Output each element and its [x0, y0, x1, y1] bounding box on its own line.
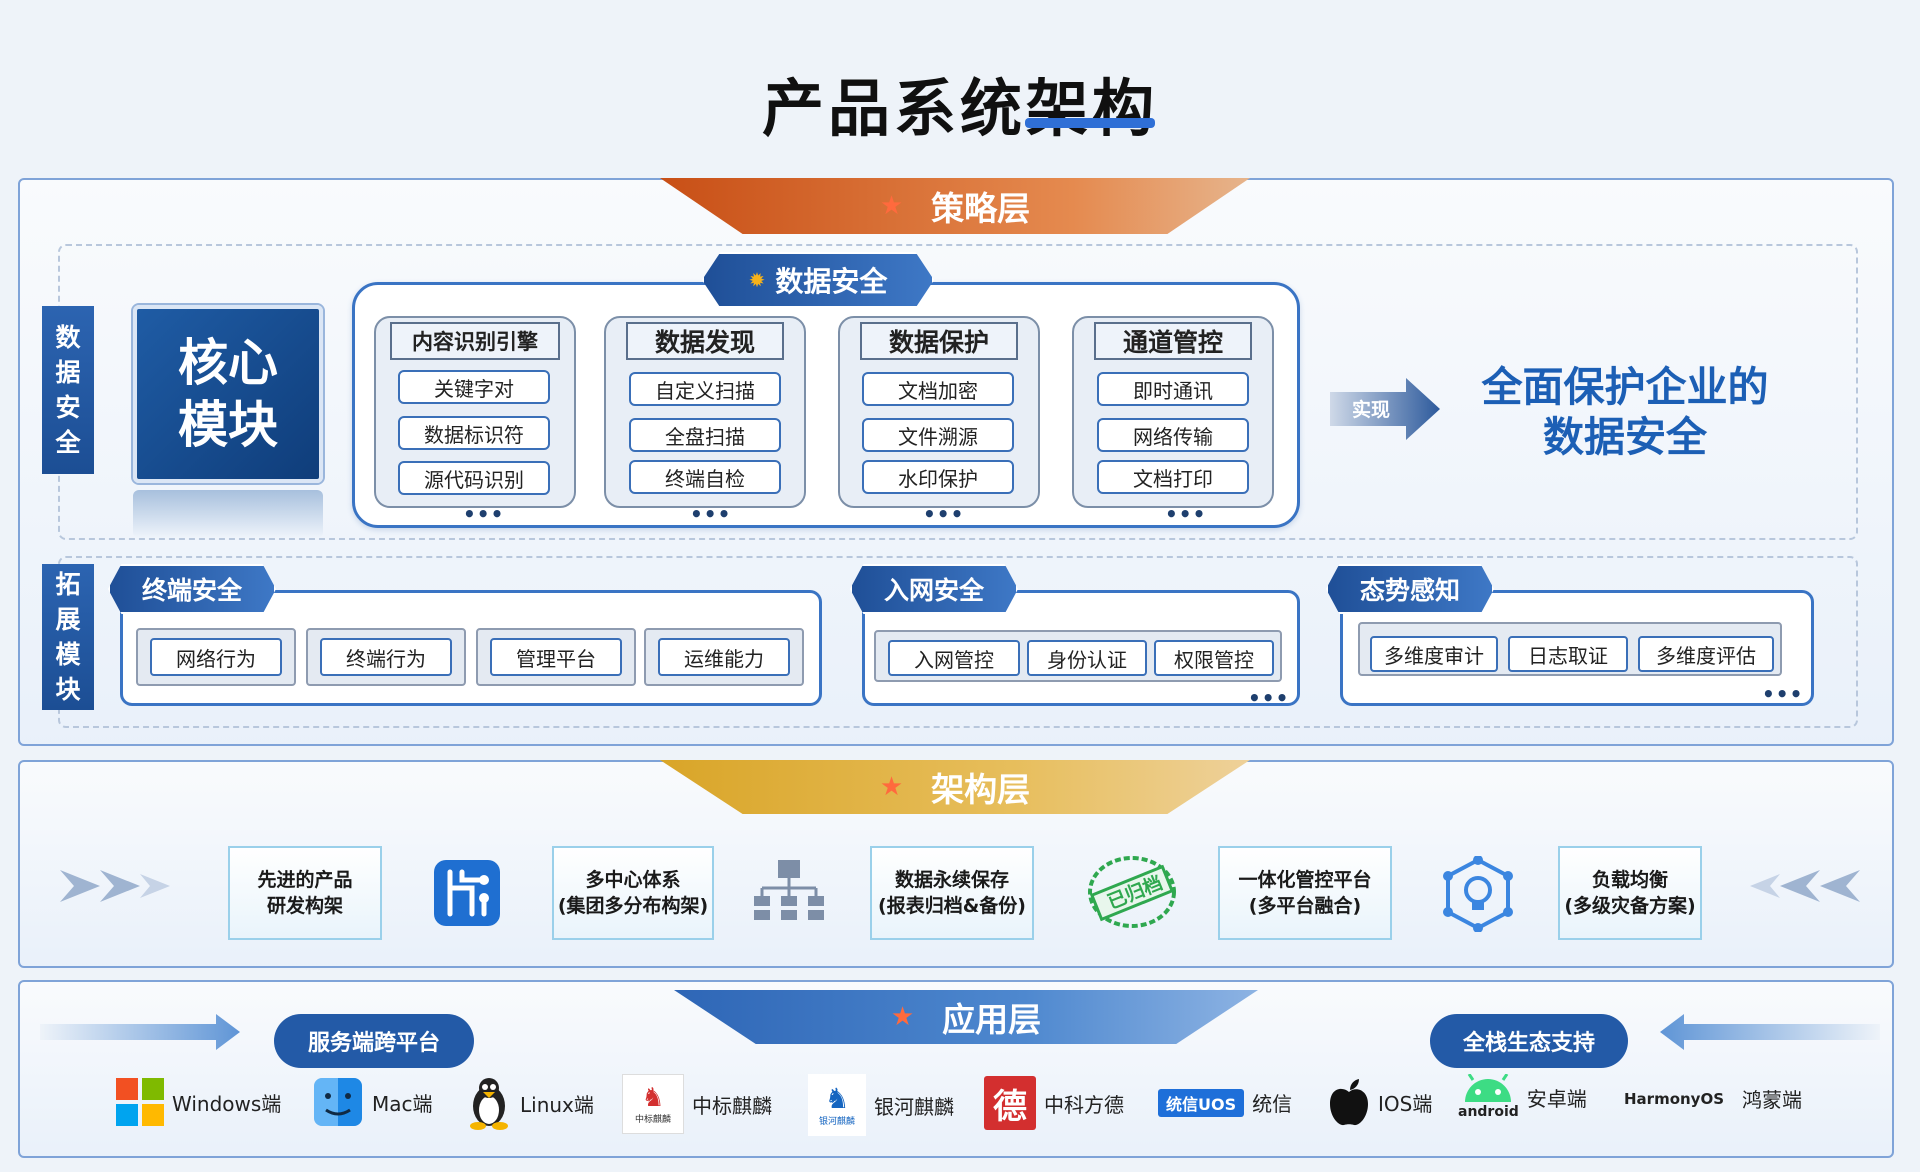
column-item: 文档加密: [862, 372, 1014, 406]
platform-mac: Mac端: [312, 1076, 433, 1128]
network-access-tab: 入网安全: [850, 564, 1018, 614]
harmonyos-icon: HarmonyOS: [1624, 1089, 1725, 1108]
platform-harmonyos: HarmonyOS 鸿蒙端: [1624, 1088, 1803, 1112]
neokylin-icon: ♞中标麒麟: [622, 1074, 684, 1134]
ext-chip: 终端行为: [320, 638, 452, 676]
network-bulb-icon: [1443, 856, 1513, 932]
column-item: 文档打印: [1097, 460, 1249, 494]
load-balance-box: 负载均衡(多级灾备方案): [1558, 846, 1702, 940]
column-item: 终端自检: [629, 460, 781, 494]
situation-awareness-tab: 态势感知: [1326, 564, 1494, 614]
implement-label: 实现: [1352, 399, 1391, 421]
more-indicator: •••: [690, 502, 732, 526]
more-indicator: •••: [1248, 686, 1290, 710]
column-item: 即时通讯: [1097, 372, 1249, 406]
mac-finder-icon: [314, 1078, 362, 1126]
goal-text: 全面保护企业的数据安全: [1481, 363, 1769, 461]
ext-chip: 权限管控: [1154, 640, 1274, 676]
rd-architecture-box: 先进的产品研发构架: [228, 846, 382, 940]
kylin-icon: ♞银河麒麟: [808, 1074, 866, 1136]
unified-platform-box: 一体化管控平台(多平台融合): [1218, 846, 1392, 940]
application-layer-label: 应用层: [942, 1000, 1042, 1039]
ext-chip: 多维度审计: [1370, 636, 1498, 672]
column-head: 内容识别引擎: [390, 322, 560, 360]
badge-icon: ✹: [748, 268, 766, 292]
platform-kylin: ♞银河麒麟 银河麒麟: [808, 1074, 954, 1136]
application-layer-panel: [18, 980, 1894, 1158]
server-cluster-icon: [754, 860, 824, 920]
column-item: 全盘扫描: [629, 418, 781, 452]
left-pill-arrow-icon: [40, 1014, 240, 1050]
platform-uos: 统信UOS 统信: [1158, 1088, 1292, 1117]
uos-icon: 统信UOS: [1158, 1088, 1245, 1117]
column-item: 数据标识符: [398, 416, 550, 450]
column-item: 自定义扫描: [629, 372, 781, 406]
platform-ios: IOS端: [1328, 1078, 1432, 1126]
column-item: 网络传输: [1097, 418, 1249, 452]
strategy-layer-label: 策略层: [931, 189, 1031, 228]
column-item: 水印保护: [862, 460, 1014, 494]
ext-chip: 管理平台: [490, 638, 622, 676]
application-layer-banner: ★ 应用层: [674, 990, 1258, 1044]
multi-center-box: 多中心体系(集团多分布构架): [552, 846, 714, 940]
column-head: 通道管控: [1094, 322, 1252, 360]
platform-android: android 安卓端: [1458, 1074, 1587, 1120]
star-icon: ★: [890, 1002, 915, 1032]
column-item: 关键字对: [398, 370, 550, 404]
server-cross-platform-pill: 服务端跨平台: [274, 1014, 474, 1068]
ext-chip: 日志取证: [1508, 636, 1628, 672]
architecture-layer-label: 架构层: [931, 770, 1031, 809]
linux-tux-icon: [470, 1078, 508, 1130]
full-stack-pill: 全栈生态支持: [1430, 1014, 1628, 1068]
implement-arrow-icon: [1330, 378, 1440, 440]
apple-icon: [1330, 1079, 1368, 1126]
windows-icon: [116, 1078, 164, 1126]
nfs-icon: 德: [984, 1076, 1036, 1130]
right-inflow-arrow-icon: [1750, 870, 1860, 902]
column-head: 数据保护: [860, 322, 1018, 360]
ext-chip: 运维能力: [658, 638, 790, 676]
core-module-reflection: [133, 490, 323, 538]
column-head: 数据发现: [626, 322, 784, 360]
star-icon: ★: [879, 191, 904, 221]
more-indicator: •••: [923, 502, 965, 526]
platform-neokylin: ♞中标麒麟 中标麒麟: [622, 1074, 772, 1134]
android-icon: android: [1458, 1074, 1519, 1120]
data-security-tab: ✹数据安全: [702, 252, 934, 308]
more-indicator: •••: [1762, 682, 1804, 706]
platform-nfs: 德 中科方德: [984, 1076, 1124, 1130]
ext-chip: 多维度评估: [1638, 636, 1774, 672]
core-module-block: 核心模块: [133, 305, 323, 483]
page-title: 产品系统架构: [761, 72, 1158, 145]
platform-windows: Windows端: [116, 1078, 281, 1126]
architecture-layer-banner: ★ 架构层: [660, 760, 1250, 814]
right-pill-arrow-icon: [1660, 1014, 1880, 1050]
column-item: 文件溯源: [862, 418, 1014, 452]
more-indicator: •••: [1165, 502, 1207, 526]
data-security-vertical-tab: 数据安全: [42, 306, 94, 474]
more-indicator: •••: [463, 502, 505, 526]
left-inflow-arrow-icon: [60, 870, 170, 902]
column-item: 源代码识别: [398, 461, 550, 495]
data-persistence-box: 数据永续保存(报表归档&备份): [870, 846, 1034, 940]
circuit-board-icon: [434, 860, 500, 926]
extension-module-vertical-tab: 拓展模块: [42, 564, 94, 710]
ext-chip: 网络行为: [150, 638, 282, 676]
ext-chip: 身份认证: [1027, 640, 1147, 676]
strategy-layer-banner: ★ 策略层: [660, 178, 1250, 234]
platform-linux: Linux端: [466, 1076, 594, 1130]
ext-chip: 入网管控: [888, 640, 1020, 676]
archived-stamp-icon: [1088, 856, 1176, 928]
endpoint-security-tab: 终端安全: [108, 564, 276, 614]
star-icon: ★: [879, 772, 904, 802]
title-underline: [1025, 118, 1155, 128]
